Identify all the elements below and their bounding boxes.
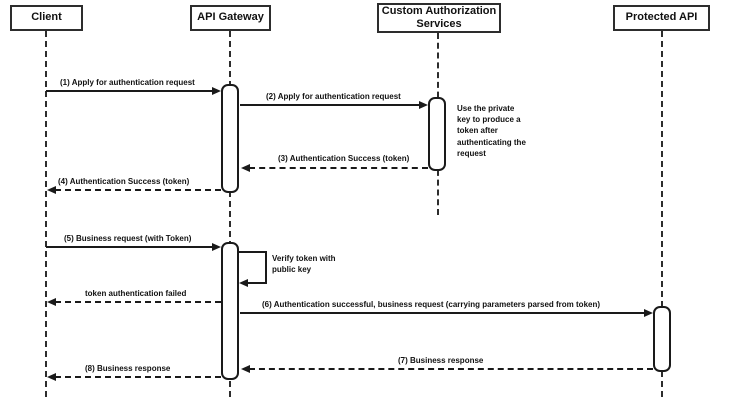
- lifeline-client: [45, 31, 47, 397]
- message-6-line: [240, 312, 644, 314]
- message-4-line: [55, 189, 221, 191]
- arrowhead-left-icon: [47, 186, 56, 194]
- message-1-line: [46, 90, 213, 92]
- arrowhead-right-icon: [419, 101, 428, 109]
- message-2-line: [240, 104, 420, 106]
- message-token-auth-failed-label: token authentication failed: [85, 289, 187, 298]
- activation-api-gateway-business: [221, 242, 239, 380]
- note-private-key: Use the private key to produce a token a…: [457, 104, 526, 158]
- message-8-line: [55, 376, 221, 378]
- self-message-line-side: [265, 251, 267, 283]
- actor-protected-api: Protected API: [613, 5, 710, 31]
- actor-api-gateway: API Gateway: [190, 5, 271, 31]
- message-7-line: [249, 368, 653, 370]
- message-4-label: (4) Authentication Success (token): [58, 177, 190, 186]
- arrowhead-right-icon: [644, 309, 653, 317]
- message-7-label: (7) Business response: [398, 356, 484, 365]
- activation-api-gateway-auth: [221, 84, 239, 193]
- arrowhead-right-icon: [212, 243, 221, 251]
- arrowhead-left-icon: [239, 279, 248, 287]
- message-3-line: [249, 167, 428, 169]
- message-token-auth-failed-line: [55, 301, 221, 303]
- self-message-line-bottom: [247, 282, 267, 284]
- message-5-label: (5) Business request (with Token): [64, 234, 192, 243]
- self-message-label: Verify token with public key: [272, 254, 336, 275]
- self-message-line-top: [239, 251, 267, 253]
- message-2-label: (2) Apply for authentication request: [266, 92, 401, 101]
- arrowhead-right-icon: [212, 87, 221, 95]
- message-3-label: (3) Authentication Success (token): [278, 154, 410, 163]
- actor-client: Client: [10, 5, 83, 31]
- message-5-line: [46, 246, 213, 248]
- actor-custom-authorization-services: Custom Authorization Services: [377, 3, 501, 33]
- arrowhead-left-icon: [241, 164, 250, 172]
- activation-protected-api: [653, 306, 671, 372]
- lifeline-api-gateway: [229, 31, 231, 397]
- lifeline-protected-api: [661, 31, 663, 397]
- arrowhead-left-icon: [47, 298, 56, 306]
- arrowhead-left-icon: [47, 373, 56, 381]
- arrowhead-left-icon: [241, 365, 250, 373]
- message-8-label: (8) Business response: [85, 364, 171, 373]
- message-1-label: (1) Apply for authentication request: [60, 78, 195, 87]
- activation-custom-auth-services: [428, 97, 446, 171]
- message-6-label: (6) Authentication successful, business …: [262, 300, 601, 309]
